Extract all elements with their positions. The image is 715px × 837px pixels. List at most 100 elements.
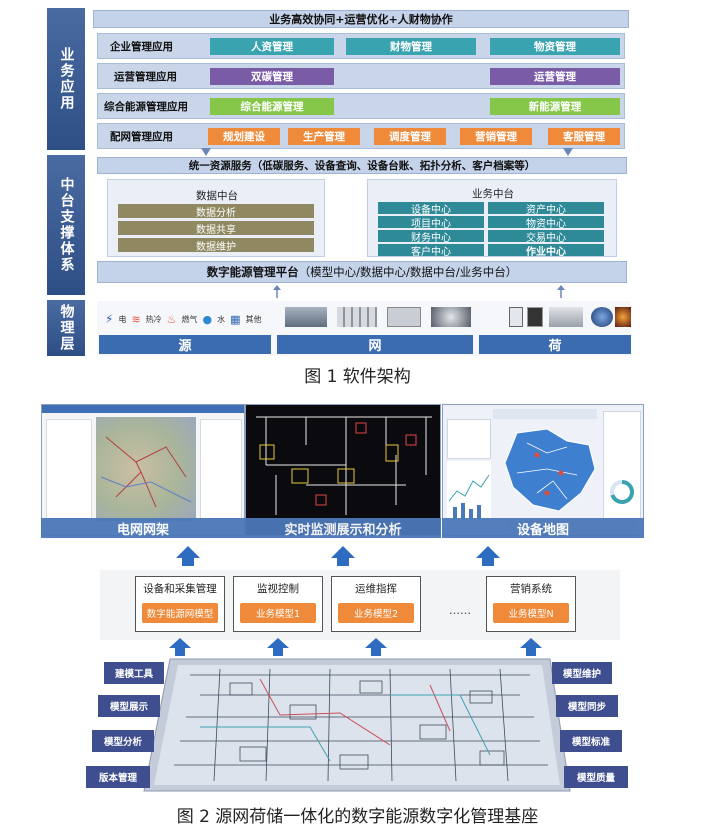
module-monitor-control[interactable]: 监视控制 业务模型1 [233, 576, 323, 632]
module-button[interactable]: 业务模型1 [240, 603, 316, 623]
screen-rightpanel [200, 419, 242, 519]
screen-arrows [176, 546, 500, 566]
app-operation[interactable]: 运营管理 [490, 68, 620, 85]
platform-scope: （模型中心/数据中心/数据中台/业务中台） [298, 265, 518, 279]
module-operation-command[interactable]: 运维指挥 业务模型2 [331, 576, 421, 632]
business-hub-item[interactable]: 财务中心 [378, 230, 484, 244]
row-label: 运营管理应用 [114, 70, 177, 83]
figure-1: 业务应用 中台支撑体系 物理层 业务高效协同+运营优化+人财物协作 企业管理应用… [47, 8, 637, 356]
business-hub-item[interactable]: 作业中心 [488, 244, 604, 258]
source-water-label: 水 [217, 314, 226, 324]
source-electric-label: 电 [118, 314, 127, 324]
business-hub-item[interactable]: 交易中心 [488, 230, 604, 244]
row-label: 配网管理应用 [110, 130, 173, 143]
digital-energy-platform: 数字能源管理平台 （模型中心/数据中心/数据中台/业务中台） [97, 261, 627, 283]
screen-label-grid: 电网网架 [41, 518, 245, 538]
platform-arrows [273, 285, 565, 298]
tool-standard[interactable]: 模型标准 [560, 730, 622, 752]
app-materials[interactable]: 物资管理 [490, 38, 620, 55]
data-hub-item[interactable]: 数据共享 [118, 221, 314, 236]
module-marketing[interactable]: 营销系统 业务模型N [486, 576, 576, 632]
tool-version[interactable]: 版本管理 [86, 766, 150, 788]
business-hub-item[interactable]: 物资中心 [488, 216, 604, 230]
source-icons: ⚡电 ≋热冷 ♨燃气 ●水 ▦其他 [105, 309, 277, 329]
app-integrated-energy[interactable]: 综合能源管理 [210, 98, 334, 115]
substation-photo [285, 307, 327, 327]
flame-icon: ♨ [166, 312, 177, 326]
connector-arrows [201, 148, 573, 156]
data-hub-item[interactable]: 数据分析 [118, 204, 314, 219]
module-device-collection[interactable]: 设备和采集管理 数字能源网模型 [135, 576, 225, 632]
tool-analysis[interactable]: 模型分析 [92, 730, 154, 752]
business-hub-item[interactable]: 项目中心 [378, 216, 484, 230]
realtime-monitor-screen[interactable] [245, 404, 441, 536]
map-routes [100, 436, 192, 508]
business-hub-title: 业务中台 [472, 188, 514, 200]
cabinet-photo [387, 307, 421, 327]
figure-1-caption: 图 1 软件架构 [304, 366, 411, 387]
business-hub-item[interactable]: 客户中心 [378, 244, 484, 258]
tool-display[interactable]: 模型展示 [98, 695, 160, 717]
app-marketing[interactable]: 营销管理 [460, 128, 532, 145]
row-energy: 综合能源管理应用 综合能源管理 新能源管理 [97, 93, 625, 119]
data-hub-title: 数据中台 [196, 190, 238, 202]
app-hr[interactable]: 人资管理 [210, 38, 334, 55]
water-drop-icon: ● [202, 312, 213, 326]
tool-quality[interactable]: 模型质量 [564, 766, 628, 788]
figure-2-caption: 图 2 源网荷储一体化的数字能源数字化管理基座 [176, 806, 539, 827]
screen-label-realtime: 实时监测展示和分析 [245, 518, 441, 538]
screen-sidepanel [46, 419, 92, 519]
side-label-business: 业务应用 [47, 8, 85, 150]
module-title: 设备和采集管理 [143, 583, 217, 595]
lightning-icon: ⚡ [105, 312, 114, 326]
device-photo [549, 307, 583, 327]
data-hub: 数据中台 数据分析 数据共享 数据维护 [107, 179, 325, 257]
app-production[interactable]: 生产管理 [288, 128, 360, 145]
network-model-diagram [143, 658, 571, 792]
tool-modeling[interactable]: 建模工具 [104, 662, 164, 684]
row-operation: 运营管理应用 双碳管理 运营管理 [97, 63, 625, 89]
module-title: 营销系统 [510, 583, 552, 595]
source-other-label: 其他 [245, 314, 262, 324]
side-label-physical: 物理层 [47, 300, 85, 356]
grid-network-screen[interactable] [41, 404, 245, 536]
device-map-screen[interactable] [442, 404, 644, 536]
source-button[interactable]: 源 [99, 335, 271, 354]
other-source-icon: ▦ [230, 312, 241, 326]
heat-cool-icon: ≋ [131, 312, 141, 326]
tool-maintenance[interactable]: 模型维护 [552, 662, 612, 684]
app-finance[interactable]: 财物管理 [346, 38, 476, 55]
module-arrows [169, 638, 542, 656]
business-hub-item[interactable]: 设备中心 [378, 202, 484, 216]
app-dispatch[interactable]: 调度管理 [374, 128, 446, 145]
business-hub-item[interactable]: 资产中心 [488, 202, 604, 216]
app-carbon[interactable]: 双碳管理 [210, 68, 334, 85]
app-planning[interactable]: 规划建设 [208, 128, 280, 145]
tool-sync[interactable]: 模型同步 [556, 695, 618, 717]
business-hub: 业务中台 设备中心 资产中心 项目中心 物资中心 财务中心 交易中心 客户中心 … [367, 179, 617, 258]
row-label: 综合能源管理应用 [104, 100, 188, 113]
phone-photo [527, 307, 543, 327]
top-banner: 业务高效协同+运营优化+人财物协作 [93, 10, 629, 28]
heater-photo [615, 307, 631, 327]
app-new-energy[interactable]: 新能源管理 [490, 98, 620, 115]
module-button[interactable]: 数字能源网模型 [142, 603, 218, 623]
source-heat-label: 热冷 [145, 314, 162, 324]
grid-button[interactable]: 网 [277, 335, 473, 354]
left-kpi-card [447, 419, 491, 459]
load-button[interactable]: 荷 [479, 335, 631, 354]
side-label-middle-platform: 中台支撑体系 [47, 155, 85, 295]
module-button[interactable]: 业务模型2 [338, 603, 414, 623]
row-label: 企业管理应用 [110, 40, 173, 53]
circuit-diagram [256, 416, 432, 515]
row-enterprise: 企业管理应用 人资管理 财物管理 物资管理 [97, 33, 625, 59]
app-customer-service[interactable]: 客服管理 [548, 128, 620, 145]
data-hub-item[interactable]: 数据维护 [118, 238, 314, 253]
ellipsis: …… [449, 604, 471, 617]
right-stat-panel [603, 411, 641, 523]
switchgear-photo [337, 307, 377, 327]
donut-gauge [610, 479, 635, 504]
trend-chart [447, 461, 491, 521]
module-button[interactable]: 业务模型N [493, 603, 569, 623]
map-area [96, 417, 196, 521]
